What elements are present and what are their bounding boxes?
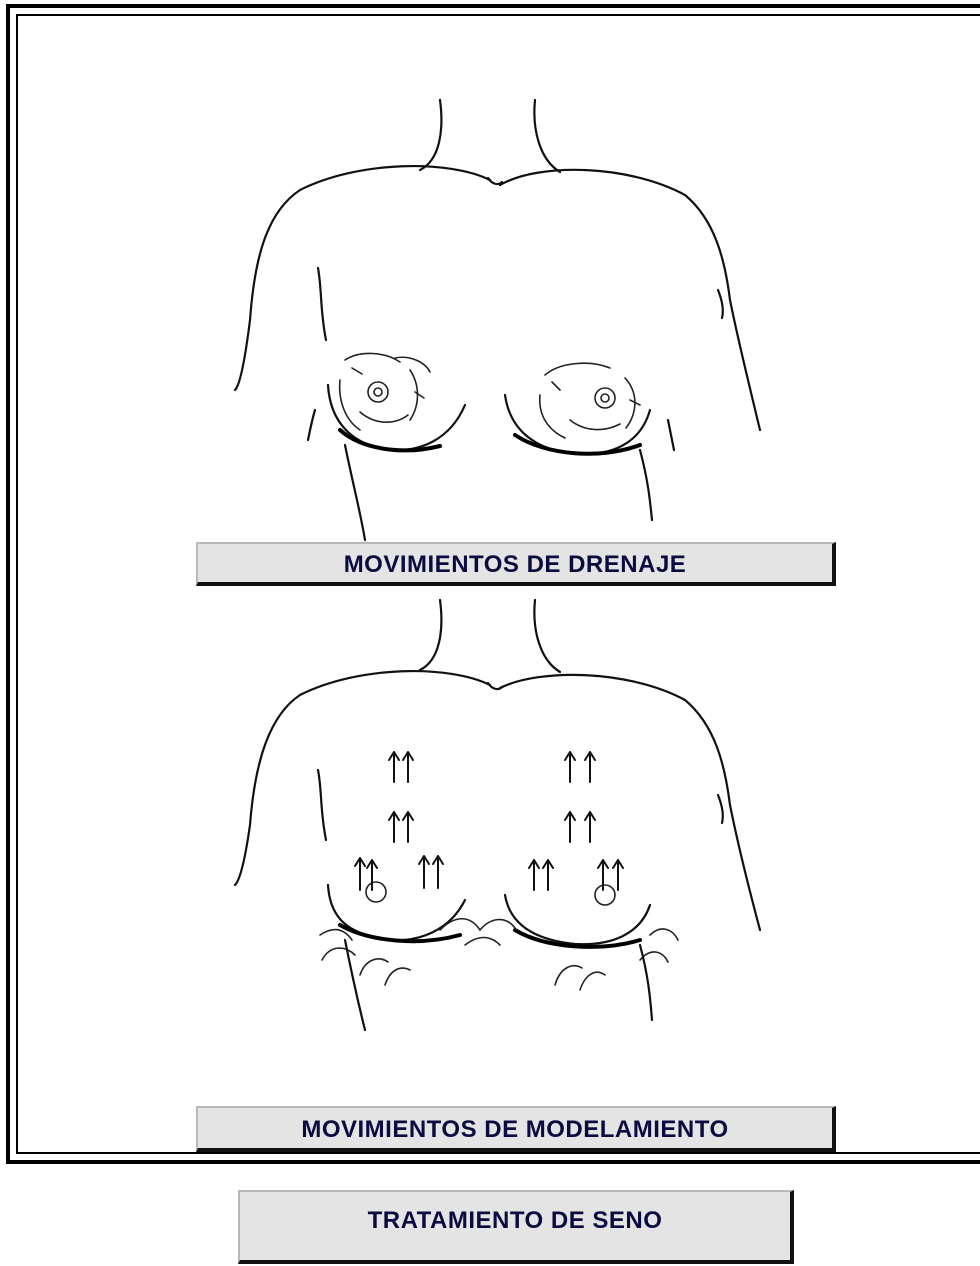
modeling-caption: MOVIMIENTOS DE MODELAMIENTO <box>196 1106 836 1152</box>
footer-title: TRATAMIENTO DE SENO <box>238 1190 794 1264</box>
